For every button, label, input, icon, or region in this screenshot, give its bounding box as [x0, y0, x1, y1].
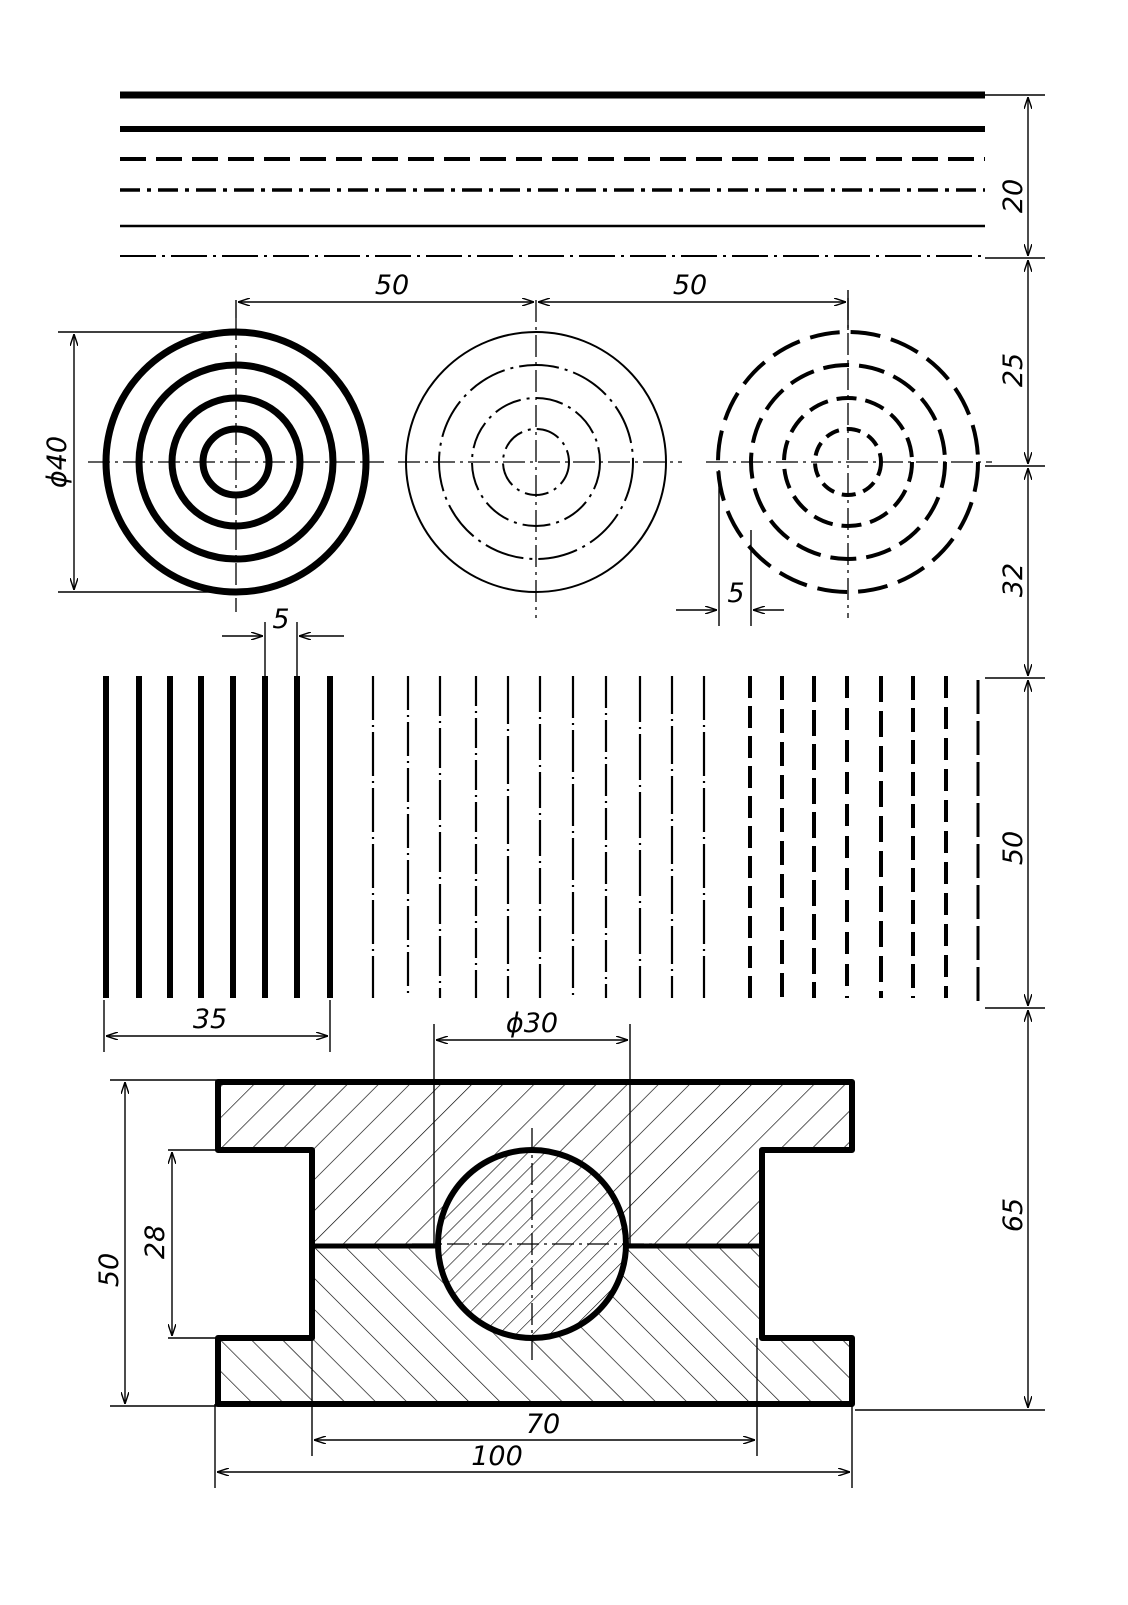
vertical-lines-dashed: [748, 676, 980, 1006]
dim-label-phi40: ϕ40: [42, 436, 73, 488]
dim-label-65: 65: [998, 1198, 1029, 1232]
circle-set-dashed: [706, 298, 992, 618]
circle-set-solid: [88, 318, 384, 612]
circle-set-thin-dash-dot: [398, 300, 682, 618]
circle-dimensions: [58, 290, 849, 626]
dim-label-28: 28: [140, 1225, 171, 1259]
line-type-samples: [120, 91, 985, 257]
dim-label-100: 100: [471, 1441, 523, 1472]
vertical-lines-thin: [371, 676, 706, 998]
dim-label-25: 25: [998, 353, 1029, 387]
dim-label-50-mid: 50: [673, 270, 707, 301]
vertical-line-dimensions: [103, 622, 344, 1052]
dim-label-70: 70: [526, 1409, 560, 1440]
dim-label-5-vertical: 5: [272, 604, 289, 635]
dim-label-50-right: 50: [998, 831, 1029, 865]
dim-label-50-left: 50: [375, 270, 409, 301]
right-dimension-chain: [855, 94, 1045, 1411]
dim-label-20: 20: [998, 179, 1029, 213]
part-dimensions: [110, 1024, 853, 1488]
section-part: [168, 1079, 855, 1407]
vertical-lines-thick: [103, 676, 333, 998]
dim-label-35: 35: [193, 1004, 227, 1035]
dim-label-phi30: ϕ30: [506, 1008, 558, 1039]
dim-label-50-part: 50: [94, 1253, 125, 1287]
dim-label-5-ring: 5: [727, 578, 744, 609]
slot-outline: [168, 1149, 312, 1339]
dim-label-32: 32: [998, 563, 1029, 597]
